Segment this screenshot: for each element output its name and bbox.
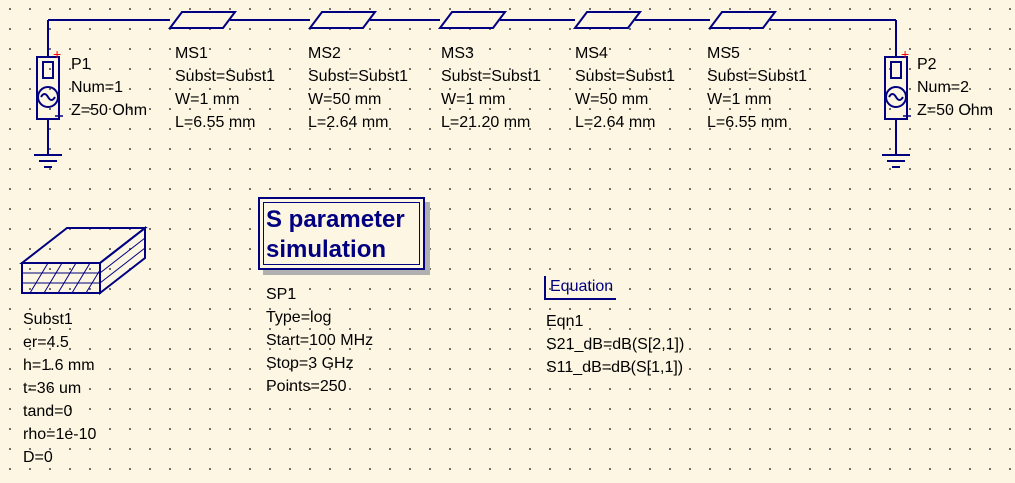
- sparam-simulation-block[interactable]: S parameter simulation: [258, 197, 425, 270]
- port2-plus-icon: +: [901, 46, 910, 62]
- ms5-label[interactable]: MS5 Subst=Subst1 W=1 mm L=6.55 mm: [707, 42, 807, 134]
- substrate-h: h=1.6 mm: [23, 357, 95, 374]
- sim-name: SP1: [266, 286, 297, 303]
- ms4-symbol: [573, 11, 642, 29]
- ms5-subst: Subst=Subst1: [707, 68, 808, 85]
- substrate-er: er=4.5: [23, 334, 69, 351]
- port2-id: P2: [917, 56, 937, 73]
- ms1-width: W=1 mm: [175, 91, 240, 108]
- substrate-t: t=36 um: [23, 380, 82, 397]
- port1-symbol: [36, 56, 60, 120]
- substrate-d: D=0: [23, 449, 53, 466]
- sim-title-line1: S parameter: [266, 206, 405, 233]
- port2-num: Num=2: [917, 79, 970, 96]
- substrate-name: Subst1: [23, 311, 73, 328]
- ms5-symbol: [708, 11, 777, 29]
- sim-start: Start=100 MHz: [266, 332, 374, 349]
- ground1-symbol: [34, 154, 62, 168]
- ms2-id: MS2: [308, 45, 341, 62]
- ms3-symbol: [438, 11, 507, 29]
- ground2-symbol: [882, 154, 910, 168]
- substrate-label[interactable]: Subst1 er=4.5 h=1.6 mm t=36 um tand=0 rh…: [23, 308, 96, 469]
- substrate-tand: tand=0: [23, 403, 73, 420]
- port1-label[interactable]: P1 Num=1 Z=50 Ohm: [71, 53, 147, 122]
- substrate-rho: rho=1e-10: [23, 426, 97, 443]
- ms4-width: W=50 mm: [575, 91, 649, 108]
- ms3-width: W=1 mm: [441, 91, 506, 108]
- sim-points: Points=250: [266, 378, 347, 395]
- ms3-label[interactable]: MS3 Subst=Subst1 W=1 mm L=21.20 mm: [441, 42, 541, 134]
- equation-block-title[interactable]: Equation: [544, 276, 617, 300]
- ms1-id: MS1: [175, 45, 208, 62]
- equation-s11: S11_dB=dB(S[1,1]): [546, 359, 684, 376]
- equation-name: Eqn1: [546, 313, 584, 330]
- ms4-id: MS4: [575, 45, 608, 62]
- ms4-length: L=2.64 mm: [575, 114, 656, 131]
- ms2-width: W=50 mm: [308, 91, 382, 108]
- ms3-id: MS3: [441, 45, 474, 62]
- ms4-label[interactable]: MS4 Subst=Subst1 W=50 mm L=2.64 mm: [575, 42, 675, 134]
- port2-label[interactable]: P2 Num=2 Z=50 Ohm: [917, 53, 993, 122]
- simulation-label[interactable]: SP1 Type=log Start=100 MHz Stop=3 GHz Po…: [266, 283, 373, 398]
- sim-type: Type=log: [266, 309, 332, 326]
- ms5-length: L=6.55 mm: [707, 114, 788, 131]
- ms1-label[interactable]: MS1 Subst=Subst1 W=1 mm L=6.55 mm: [175, 42, 275, 134]
- substrate-hatch: [29, 262, 101, 294]
- ms2-symbol: [308, 11, 377, 29]
- ms1-symbol: [168, 11, 237, 29]
- sim-title-line2: simulation: [266, 236, 387, 263]
- ms5-width: W=1 mm: [707, 91, 772, 108]
- port1-id: P1: [71, 56, 91, 73]
- sim-stop: Stop=3 GHz: [266, 355, 354, 372]
- sim-block-inner-border: [263, 202, 420, 265]
- ms4-subst: Subst=Subst1: [575, 68, 676, 85]
- ms2-length: L=2.64 mm: [308, 114, 389, 131]
- ms5-id: MS5: [707, 45, 740, 62]
- port1-num: Num=1: [71, 79, 124, 96]
- ms2-label[interactable]: MS2 Subst=Subst1 W=50 mm L=2.64 mm: [308, 42, 408, 134]
- ms3-length: L=21.20 mm: [441, 114, 531, 131]
- port2-impedance: Z=50 Ohm: [917, 102, 994, 119]
- ms1-length: L=6.55 mm: [175, 114, 256, 131]
- substrate-symbol: [19, 225, 148, 296]
- port1-impedance: Z=50 Ohm: [71, 102, 148, 119]
- ms3-subst: Subst=Subst1: [441, 68, 542, 85]
- equation-label[interactable]: Eqn1 S21_dB=dB(S[2,1]) S11_dB=dB(S[1,1]): [546, 310, 684, 379]
- ms1-subst: Subst=Subst1: [175, 68, 276, 85]
- port1-plus-icon: +: [53, 46, 62, 62]
- port2-symbol: [884, 56, 908, 120]
- equation-s21: S21_dB=dB(S[2,1]): [546, 336, 685, 353]
- ms2-subst: Subst=Subst1: [308, 68, 409, 85]
